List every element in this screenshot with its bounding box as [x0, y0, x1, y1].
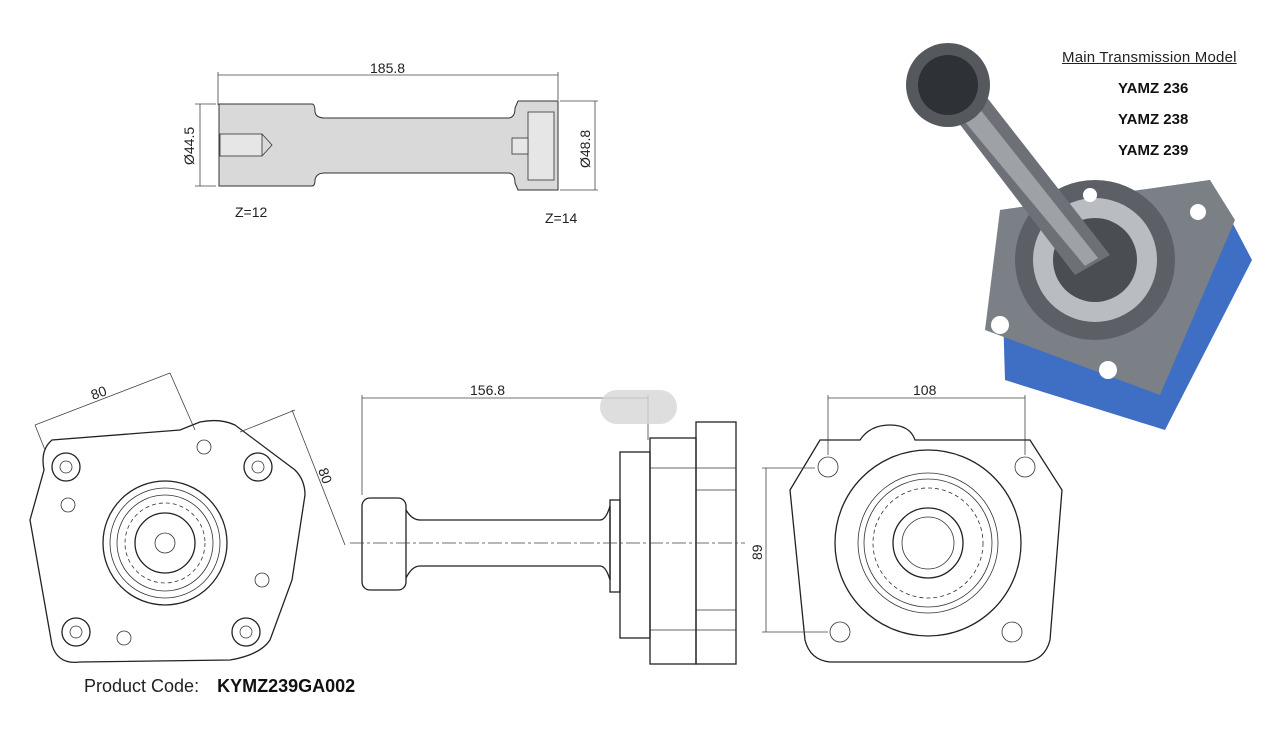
model-item: YAMZ 238: [1118, 111, 1189, 128]
shaft-drawing: 185.8 Ø44.5 Ø48.8 Z=12 Z=14: [181, 60, 598, 226]
product-code-value: KYMZ239GA002: [217, 676, 356, 696]
left-teeth-label: Z=12: [235, 204, 268, 220]
rear-width-dim: 108: [913, 382, 937, 398]
product-code-label: Product Code:: [84, 676, 200, 696]
rear-height-dim: 89: [749, 544, 765, 560]
front-width-dim-1: 80: [89, 382, 109, 402]
left-diameter-dim: Ø44.5: [181, 127, 197, 165]
product-photo: [906, 43, 1252, 430]
front-width-dim-2: 80: [315, 466, 335, 486]
right-diameter-dim: Ø48.8: [577, 130, 593, 168]
front-view: 80 80: [29, 372, 346, 664]
model-item: YAMZ 239: [1118, 142, 1189, 159]
shaft-length-dim: 185.8: [370, 60, 405, 76]
rear-view: 108 89: [749, 382, 1063, 663]
models-title: Main Transmission Model: [1062, 49, 1237, 66]
product-code: Product Code: KYMZ239GA002: [84, 676, 355, 697]
side-view: 156.8: [350, 382, 745, 665]
side-length-dim: 156.8: [470, 382, 505, 398]
right-teeth-label: Z=14: [545, 210, 578, 226]
model-item: YAMZ 236: [1118, 80, 1189, 97]
